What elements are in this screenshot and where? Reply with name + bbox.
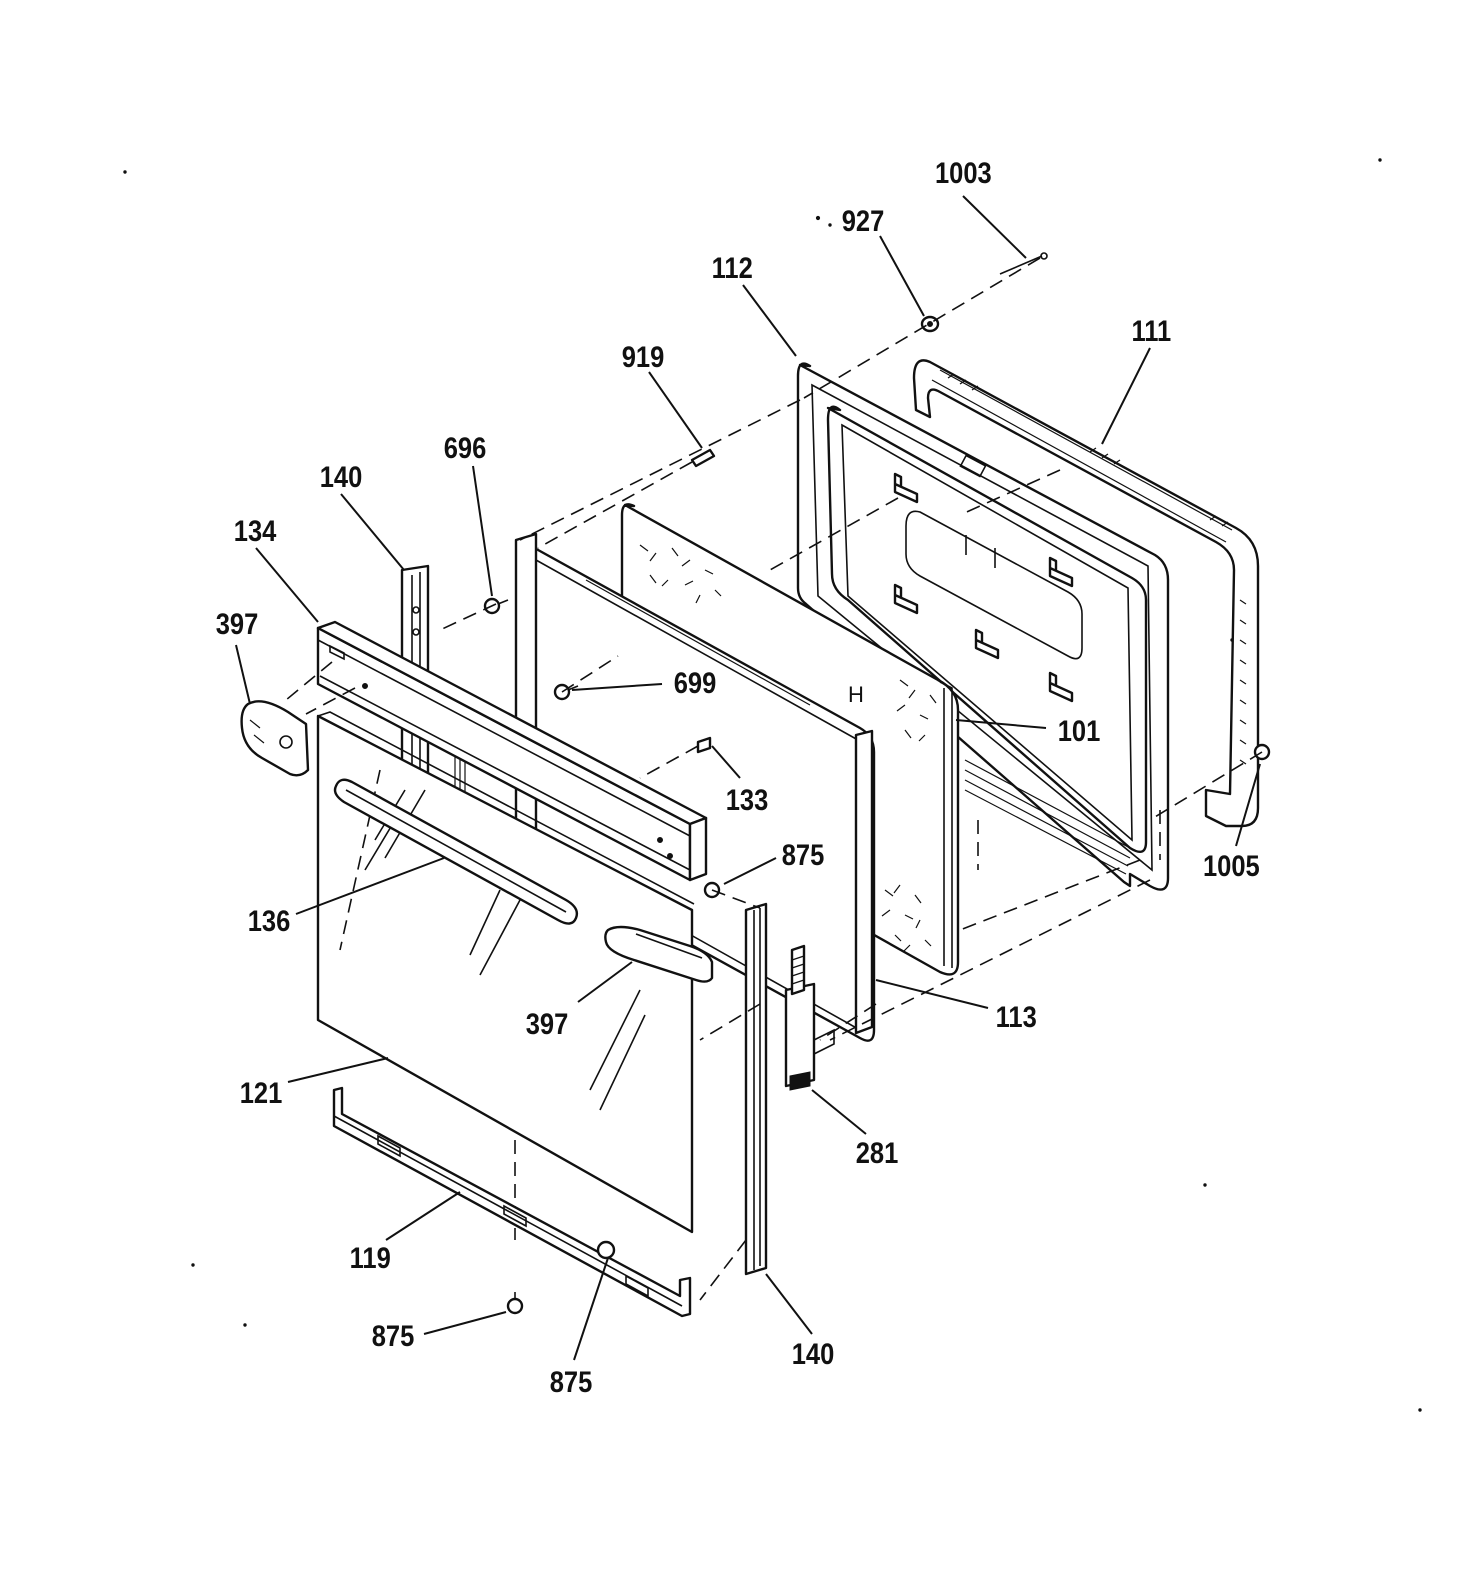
callout-112: 112	[712, 251, 753, 284]
handle-end-cap-397-left	[240, 700, 310, 777]
assembly-lines	[285, 257, 1263, 1301]
top-trim-134	[316, 620, 708, 882]
svg-text:H: H	[848, 682, 864, 707]
callout-134: 134	[234, 514, 277, 547]
callout-875-bottom: 875	[550, 1365, 593, 1398]
callout-397-left: 397	[216, 607, 259, 640]
callout-281: 281	[856, 1136, 899, 1169]
leader-lines	[235, 195, 1261, 1361]
callout-919: 919	[622, 340, 665, 373]
callout-875-left: 875	[372, 1319, 415, 1352]
callout-136: 136	[248, 904, 291, 937]
callout-140-top: 140	[320, 460, 363, 493]
door-handle-136	[333, 778, 579, 925]
callout-113: 113	[996, 1000, 1037, 1033]
callout-699: 699	[674, 666, 717, 699]
spacer-919	[690, 448, 716, 468]
callout-696: 696	[444, 431, 487, 464]
callout-397-right: 397	[526, 1007, 569, 1040]
gasket-111	[912, 359, 1260, 828]
callout-111: 111	[1132, 314, 1172, 347]
callout-121: 121	[240, 1076, 283, 1109]
callout-927: 927	[842, 204, 885, 237]
callout-140-bottom: 140	[792, 1337, 835, 1370]
callout-1003: 1003	[935, 156, 992, 189]
callout-875-mid: 875	[782, 838, 825, 871]
handle-end-cap-397-right	[604, 925, 714, 983]
screw-875-b	[506, 1292, 524, 1315]
callout-133: 133	[726, 783, 769, 816]
screw-1003	[999, 252, 1048, 275]
callout-119: 119	[350, 1241, 391, 1274]
callout-1005: 1005	[1203, 849, 1260, 882]
side-trim-140-right	[744, 902, 768, 1276]
hinge-281	[784, 944, 835, 1091]
inner-door-panel-112	[796, 362, 1170, 891]
callout-101: 101	[1058, 714, 1101, 747]
screw-875-c	[596, 1240, 616, 1260]
bottom-trim-119	[332, 1086, 692, 1318]
clip-133	[696, 736, 712, 754]
callout-labels: 1003 927 112 111 919 696 140 134 397 699…	[216, 156, 1260, 1398]
screw-696	[483, 597, 509, 615]
inner-glass-panel-113	[514, 532, 876, 1042]
